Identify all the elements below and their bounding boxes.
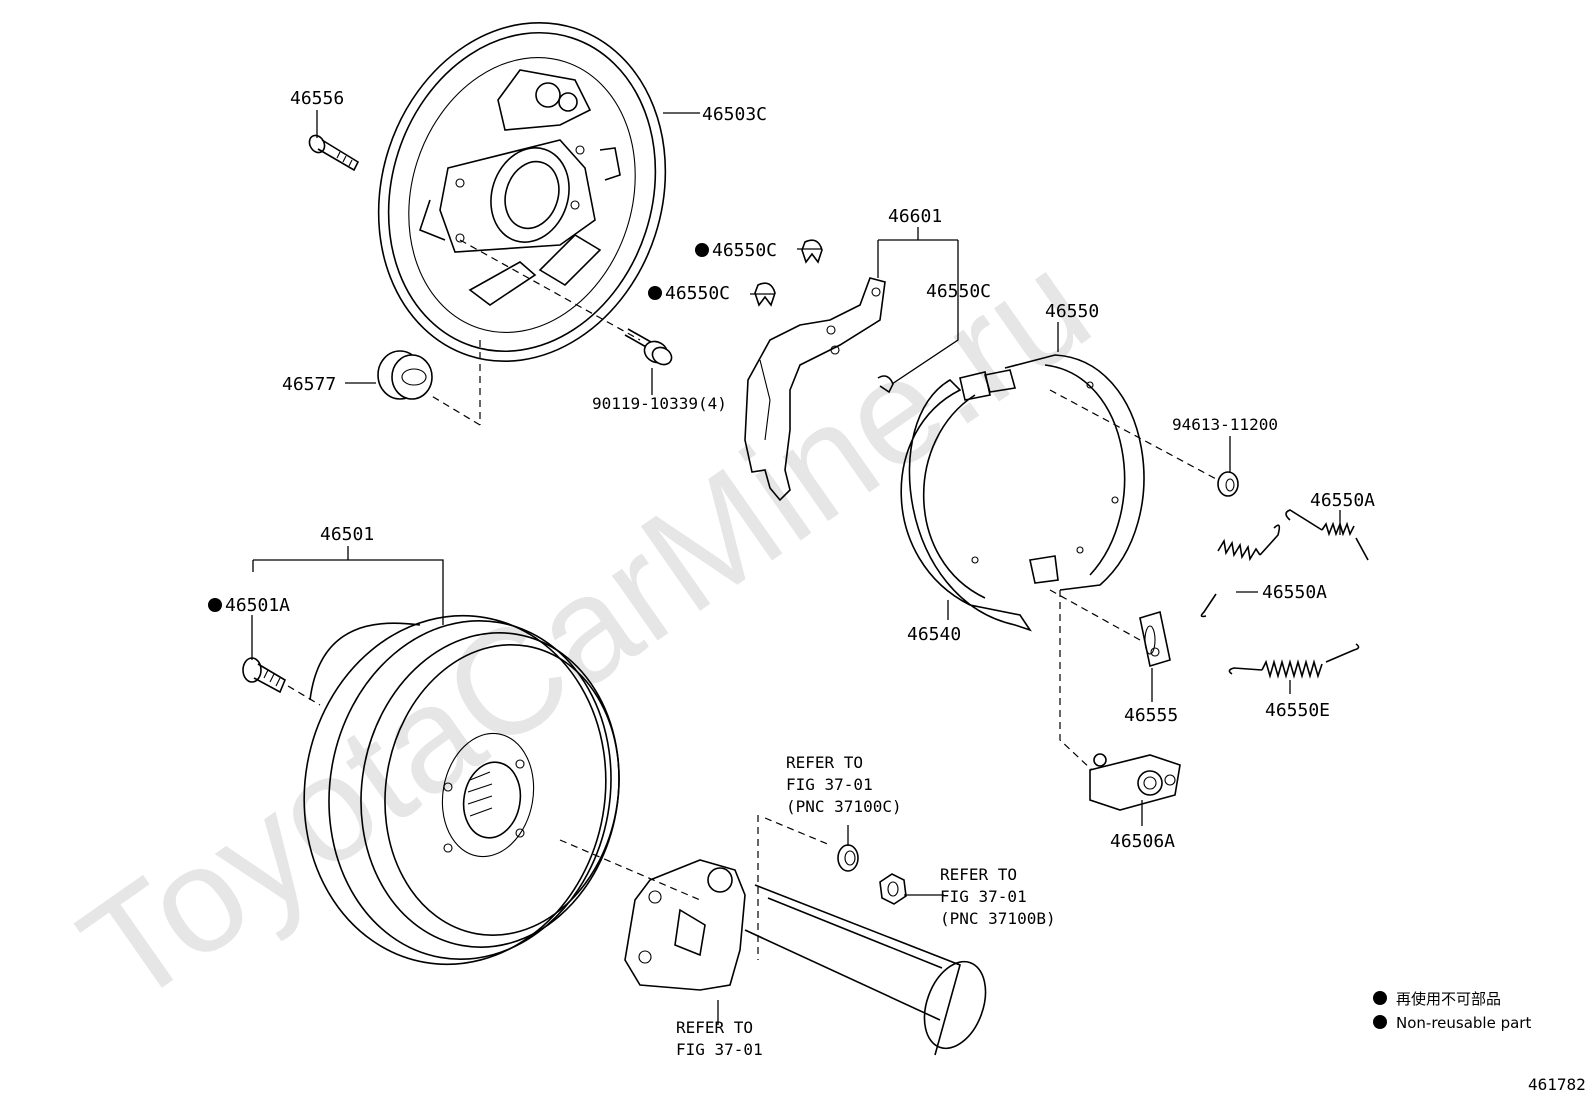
svg-text:(PNC 37100B): (PNC 37100B)	[940, 909, 1056, 928]
label-46577: 46577	[282, 374, 336, 395]
label-94613: 94613-11200	[1172, 415, 1278, 434]
label-46501A: 46501A	[225, 595, 290, 616]
legend-item-japanese: 再使用不可部品	[1396, 990, 1501, 1008]
grommet-46577-part	[377, 350, 433, 400]
non-reusable-dot-46550C-1	[695, 243, 709, 257]
label-46506A: 46506A	[1110, 831, 1175, 852]
spring-46550A-lower-part	[1200, 524, 1281, 618]
nut-37100C-part	[837, 844, 859, 872]
parking-brake-lever-part	[744, 277, 886, 502]
washer-94613-part	[1217, 471, 1239, 497]
legend-item-english: Non-reusable part	[1396, 1014, 1531, 1032]
svg-text:FIG 37-01: FIG 37-01	[676, 1040, 763, 1059]
label-90119: 90119-10339(4)	[592, 394, 727, 413]
label-46550E: 46550E	[1265, 700, 1330, 721]
svg-text:REFER TO: REFER TO	[786, 753, 863, 772]
nut-37100B-part	[879, 873, 907, 905]
refer-to-37100B: REFER TO FIG 37-01 (PNC 37100B)	[940, 865, 1056, 928]
label-46503C: 46503C	[702, 104, 767, 125]
spring-46550E-part	[1228, 643, 1360, 679]
hub-bolt-46501A-part	[242, 657, 287, 694]
bolt-46556-part	[308, 134, 360, 172]
svg-text:FIG 37-01: FIG 37-01	[940, 887, 1027, 906]
legend-dot-1	[1373, 991, 1387, 1005]
label-46601: 46601	[888, 206, 942, 227]
backing-plate-part	[377, 21, 667, 363]
brake-drum-part	[303, 614, 620, 966]
label-46550A-2: 46550A	[1262, 582, 1327, 603]
non-reusable-dot-46501A	[208, 598, 222, 612]
refer-to-37100C: REFER TO FIG 37-01 (PNC 37100C)	[786, 753, 902, 816]
label-46550C-1: 46550C	[712, 240, 777, 261]
spring-46550A-upper-part	[1285, 509, 1369, 561]
label-46550A-1: 46550A	[1310, 490, 1375, 511]
label-46550C-2: 46550C	[665, 283, 730, 304]
svg-text:FIG 37-01: FIG 37-01	[786, 775, 873, 794]
brake-shoe-set-part	[900, 354, 1145, 632]
label-46540: 46540	[907, 624, 961, 645]
drive-shaft-part	[624, 859, 987, 1056]
svg-text:(PNC 37100C): (PNC 37100C)	[786, 797, 902, 816]
label-46550: 46550	[1045, 301, 1099, 322]
non-reusable-dot-46550C-2	[648, 286, 662, 300]
bolt-90119-part	[624, 328, 673, 366]
svg-text:REFER TO: REFER TO	[940, 865, 1017, 884]
refer-to-drive-shaft: REFER TO FIG 37-01	[676, 1018, 763, 1059]
label-46501: 46501	[320, 524, 374, 545]
label-46555: 46555	[1124, 705, 1178, 726]
svg-text:REFER TO: REFER TO	[676, 1018, 753, 1037]
figure-number: 461782	[1528, 1075, 1586, 1094]
label-46556: 46556	[290, 88, 344, 109]
legend: 再使用不可部品 Non-reusable part	[1373, 990, 1531, 1032]
legend-dot-2	[1373, 1015, 1387, 1029]
adjuster-46506A-part	[1089, 753, 1181, 811]
label-46550C-3: 46550C	[926, 281, 991, 302]
pin-46555-part	[1139, 610, 1171, 668]
